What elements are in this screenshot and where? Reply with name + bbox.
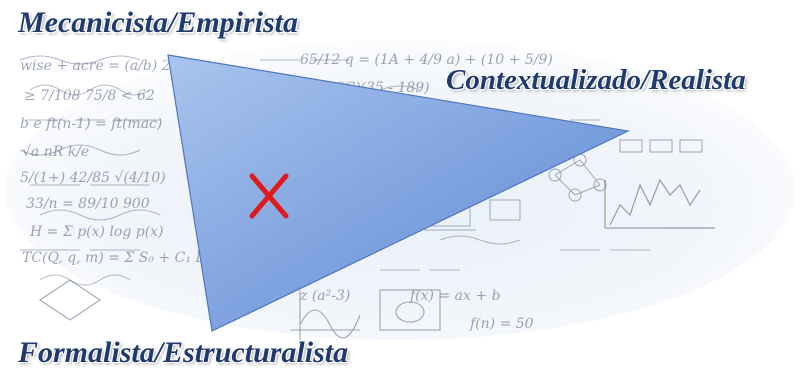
svg-text:H = Σ p(x) log p(x): H = Σ p(x) log p(x) [29, 224, 164, 240]
label-formalista-estructuralista: Formalista/Estructuralista [18, 336, 349, 369]
label-mecanicista-empirista: Mecanicista/Empirista [18, 6, 299, 39]
x-marker [249, 173, 289, 219]
function-graph-icon [39, 279, 441, 340]
svg-text:TC(Q, q, m) = Σ S₀ + C₁ D: TC(Q, q, m) = Σ S₀ + C₁ D [22, 250, 207, 266]
svg-text:5/(1+) 42/85 √(4/10): 5/(1+) 42/85 √(4/10) [20, 170, 166, 186]
svg-text:wise + acre = (a/b) 2√88: wise + acre = (a/b) 2√88 [20, 58, 197, 74]
svg-text:√a nR k/e: √a nR k/e [22, 144, 89, 160]
svg-text:z (a²-3): z (a²-3) [299, 288, 350, 304]
triangle-shape [167, 54, 630, 332]
svg-text:f(n) = 50: f(n) = 50 [469, 316, 534, 332]
label-contextualizado-realista: Contextualizado/Realista [446, 64, 746, 96]
svg-text:b e ft(n-1) = ft(mac): b e ft(n-1) = ft(mac) [20, 116, 162, 132]
svg-text:65/12 q = (1A + 4/9 a) + (10 +: 65/12 q = (1A + 4/9 a) + (10 + 5/9) [300, 52, 553, 68]
svg-text:f(x) = ax + b: f(x) = ax + b [409, 288, 501, 304]
svg-text:33/n = 89/10 900: 33/n = 89/10 900 [26, 196, 150, 212]
svg-text:≥ 7/108 75/8 < 62: ≥ 7/108 75/8 < 62 [24, 88, 155, 104]
